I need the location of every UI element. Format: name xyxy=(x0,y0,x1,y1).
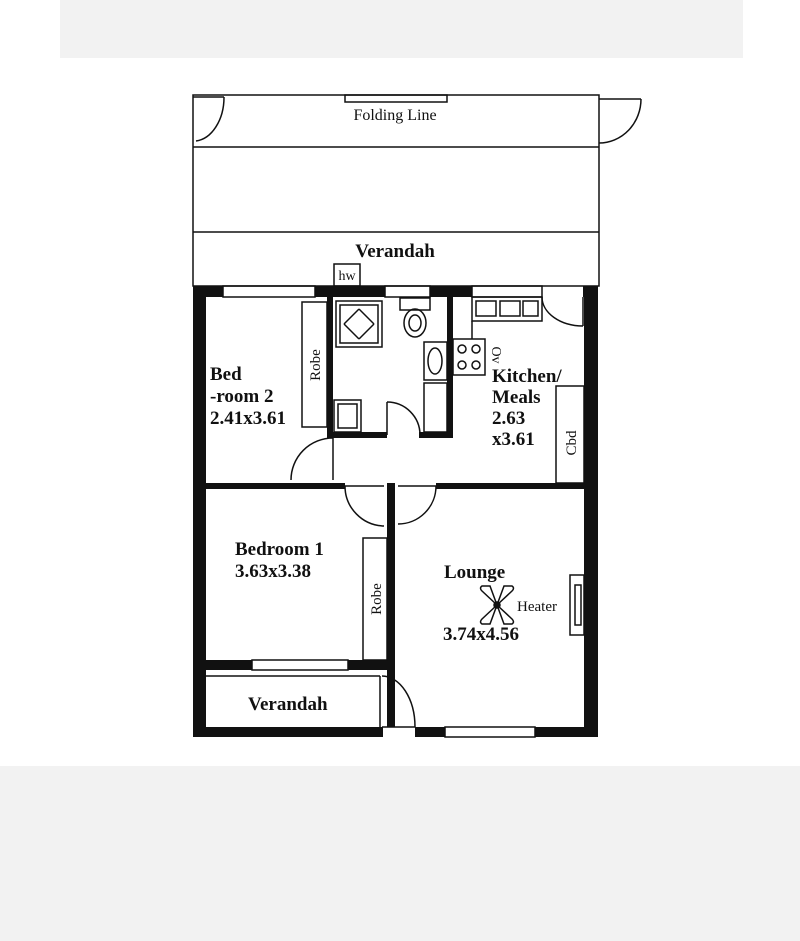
bedroom2-name-line1: Bed xyxy=(210,364,242,385)
robe-bedroom2-fixture xyxy=(301,301,328,428)
gate-right-swing xyxy=(598,98,642,144)
kitchen-name-line2: Meals xyxy=(492,387,541,408)
hot-water-unit xyxy=(333,263,361,287)
folding-line-label: Folding Line xyxy=(353,107,436,124)
exterior-walls xyxy=(193,286,598,737)
toilet-fixture xyxy=(399,297,431,338)
bedroom1-size: 3.63x3.38 xyxy=(235,561,311,582)
bedroom2-name-line2: -room 2 xyxy=(210,386,274,407)
robe-bedroom1-label: Robe xyxy=(369,583,385,615)
robe-bedroom1-fixture xyxy=(362,537,388,661)
stove-fixture xyxy=(452,338,486,376)
heater-label: Heater xyxy=(517,599,557,615)
bath-vanity-fixture xyxy=(423,341,448,433)
kitchen-sink-fixture xyxy=(471,296,543,322)
kitchen-size-line1: 2.63 xyxy=(492,408,525,429)
ceiling-fan-icon xyxy=(479,585,515,625)
folding-door-symbol xyxy=(344,94,448,103)
cupboard-fixture xyxy=(555,385,585,484)
gate-left-swing xyxy=(193,96,225,142)
door-swings xyxy=(290,296,584,728)
verandah-bottom-outline xyxy=(206,675,381,727)
top-banner xyxy=(60,0,743,58)
oven-label: Ov xyxy=(488,346,503,363)
kitchen-name-line1: Kitchen/ xyxy=(492,366,562,387)
bedroom1-name: Bedroom 1 xyxy=(235,539,324,560)
kitchen-size-line2: x3.61 xyxy=(492,429,535,450)
lounge-size: 3.74x4.56 xyxy=(443,624,519,645)
heater-fixture xyxy=(569,574,585,636)
washing-machine-fixture xyxy=(333,399,362,433)
cupboard-label: Cbd xyxy=(564,430,580,456)
bottom-banner xyxy=(0,766,800,941)
shower-fixture xyxy=(335,300,383,348)
robe-bedroom2-label: Robe xyxy=(308,349,324,381)
verandah-bottom-label: Verandah xyxy=(248,694,328,715)
lounge-name: Lounge xyxy=(444,562,505,583)
interior-walls xyxy=(206,297,584,727)
verandah-top-label: Verandah xyxy=(355,241,435,262)
bedroom2-size: 2.41x3.61 xyxy=(210,408,286,429)
hw-label: hw xyxy=(338,269,356,284)
